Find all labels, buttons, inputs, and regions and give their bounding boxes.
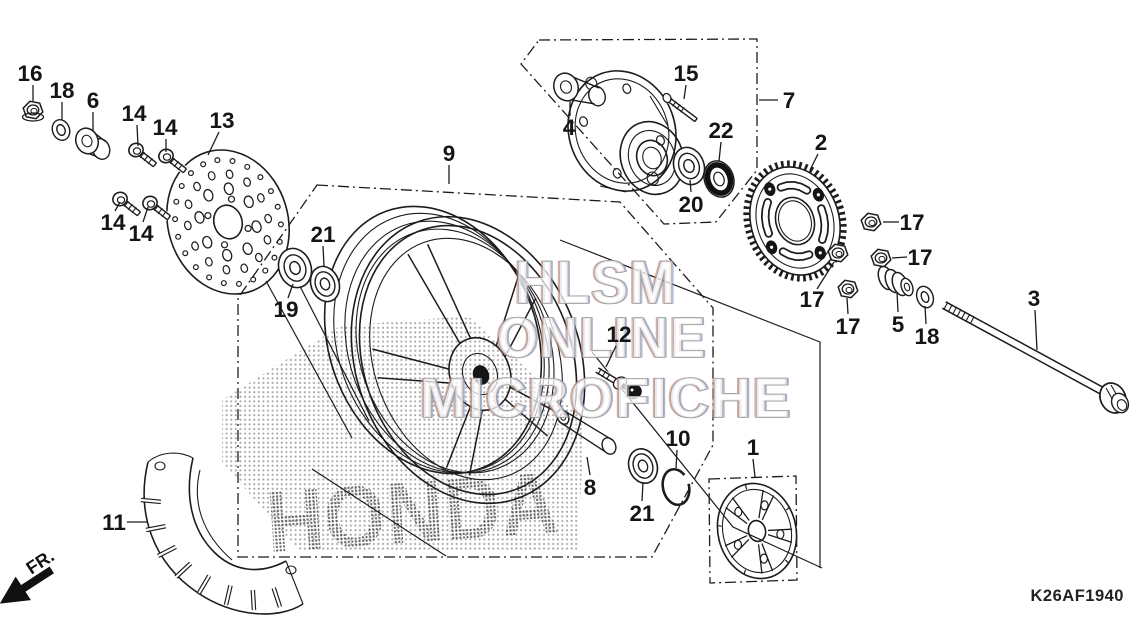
part-label-8: 8: [584, 475, 597, 500]
part-label-15: 15: [673, 61, 698, 86]
wheel-spokes: [372, 243, 557, 476]
nut-17: [837, 279, 859, 299]
part-label-16: 16: [17, 61, 42, 86]
leader-line: [891, 256, 908, 259]
part-label-14: 14: [100, 210, 126, 235]
part-label-14: 14: [128, 221, 154, 246]
assembly-boxes: [237, 38, 798, 584]
nut-17: [860, 212, 882, 232]
svg-text:HLSM: HLSM: [517, 249, 679, 316]
svg-text:HLSM: HLSM: [514, 249, 676, 316]
leader-line: [816, 261, 835, 290]
honda-background-watermark: HONDA: [263, 453, 561, 572]
part-label-18: 18: [49, 78, 74, 103]
part-label-17: 17: [899, 210, 924, 235]
small-parts: [21, 72, 935, 507]
part-label-5: 5: [892, 312, 905, 337]
svg-text:HLSM: HLSM: [515, 249, 677, 316]
part-label-13: 13: [209, 108, 234, 133]
part-label-21: 21: [629, 501, 654, 526]
wheel-group-box: [237, 184, 714, 558]
leader-line: [752, 458, 756, 478]
svg-text:ONLINE: ONLINE: [496, 306, 706, 370]
tire-section: [140, 452, 304, 615]
part-label-11: 11: [102, 510, 126, 535]
damper-group-box: [708, 475, 798, 584]
part-label-12: 12: [606, 322, 631, 347]
brake-disc: [165, 149, 291, 295]
part-label-14: 14: [152, 115, 178, 140]
leader-line: [136, 124, 139, 147]
part-label-19: 19: [273, 297, 298, 322]
part-label-18: 18: [914, 324, 939, 349]
part-label-17: 17: [799, 287, 824, 312]
leader-line: [1034, 309, 1038, 351]
part-label-14: 14: [121, 101, 147, 126]
site-watermark: HLSM HLSM HLSM ONLINE ONLINE ONLINE MICR…: [418, 248, 794, 430]
leader-line: [142, 206, 149, 223]
leader-line: [896, 291, 899, 313]
final-driven-hub: [567, 70, 685, 196]
svg-text:ONLINE: ONLINE: [499, 306, 709, 370]
part-label-20: 20: [678, 192, 703, 217]
part-label-17: 17: [907, 245, 932, 270]
part-label-1: 1: [747, 435, 760, 460]
part-label-22: 22: [708, 118, 733, 143]
part-label-9: 9: [443, 141, 456, 166]
svg-text:ONLINE: ONLINE: [497, 306, 707, 370]
part-label-7: 7: [783, 88, 796, 113]
front-direction-arrow: FR.: [0, 546, 58, 604]
svg-text:MICROFICHE: MICROFICHE: [422, 366, 794, 429]
leader-line: [322, 245, 325, 267]
leader-line: [207, 131, 220, 156]
part-label-3: 3: [1028, 286, 1041, 311]
hub-group-box: [520, 38, 758, 225]
nut-17: [870, 248, 892, 268]
part-label-21: 21: [310, 222, 335, 247]
leader-line: [718, 141, 722, 162]
leader-line: [641, 481, 644, 502]
leader-line: [689, 179, 692, 193]
part-label-2: 2: [815, 130, 828, 155]
rear-wheel: [323, 205, 586, 505]
svg-text:MICROFICHE: MICROFICHE: [420, 366, 792, 429]
nut-16: [22, 100, 44, 120]
leader-line: [683, 84, 687, 100]
leader-line: [287, 283, 294, 299]
leader-line: [924, 305, 927, 325]
leader-line: [605, 345, 617, 368]
wheel-damper: [716, 482, 798, 580]
leader-line: [586, 456, 591, 476]
svg-text:MICROFICHE: MICROFICHE: [419, 366, 791, 429]
diagram-code: K26AF1940: [1031, 587, 1124, 605]
rear-axle: [941, 301, 1130, 414]
leader-line: [809, 153, 819, 171]
leader-line: [675, 449, 678, 469]
part-label-17: 17: [835, 314, 860, 339]
nut-17: [827, 243, 849, 263]
leader-line: [846, 297, 849, 315]
driven-sprocket: [743, 160, 847, 282]
part-label-4: 4: [563, 115, 576, 140]
part-label-10: 10: [665, 426, 690, 451]
part-label-6: 6: [87, 88, 100, 113]
leader-line: [114, 201, 121, 212]
